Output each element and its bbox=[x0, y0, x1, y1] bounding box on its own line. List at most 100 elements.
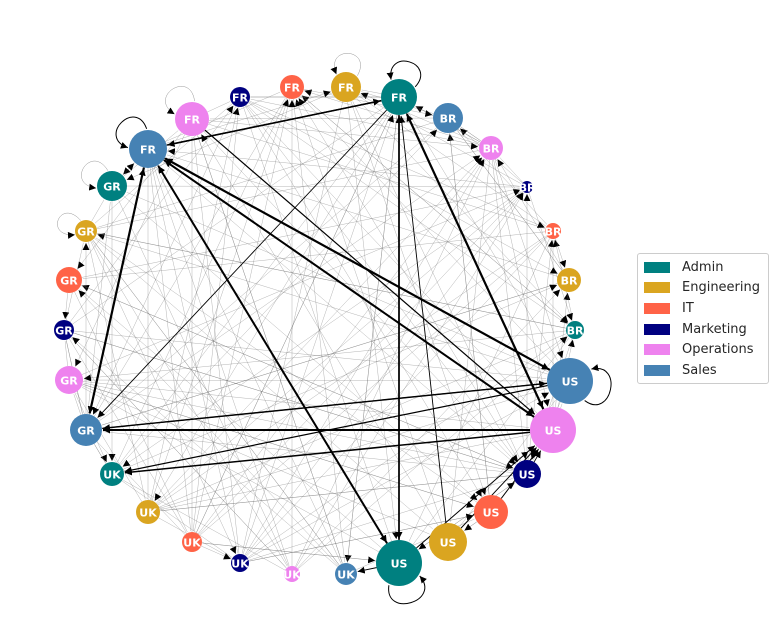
edge bbox=[499, 157, 524, 183]
edge bbox=[347, 101, 400, 540]
node-label: GR bbox=[60, 275, 78, 288]
edge bbox=[97, 442, 186, 535]
graph-node: US bbox=[513, 460, 541, 488]
edge bbox=[201, 542, 376, 564]
node-circle bbox=[557, 268, 581, 292]
edge bbox=[117, 97, 288, 463]
node-circle bbox=[54, 320, 74, 340]
edge bbox=[449, 132, 490, 495]
edge bbox=[248, 101, 558, 274]
edge bbox=[242, 114, 394, 555]
edge bbox=[497, 159, 564, 270]
node-circle bbox=[547, 358, 593, 404]
graph-node: FR bbox=[381, 79, 417, 115]
edge bbox=[157, 236, 546, 506]
node-circle bbox=[521, 181, 533, 193]
node-label: US bbox=[562, 376, 579, 389]
edge bbox=[150, 107, 240, 501]
node-label: GR bbox=[103, 181, 121, 194]
self-loop-edge bbox=[57, 213, 81, 239]
edge bbox=[118, 200, 289, 567]
edge bbox=[154, 112, 390, 501]
node-label: US bbox=[519, 469, 536, 482]
node-circle bbox=[56, 267, 82, 293]
edge bbox=[193, 136, 240, 555]
edge bbox=[151, 167, 238, 554]
edge bbox=[493, 159, 550, 407]
edge bbox=[207, 101, 231, 113]
node-label: GR bbox=[77, 226, 95, 239]
edge bbox=[93, 240, 340, 566]
self-loop-edge bbox=[388, 575, 427, 605]
edge bbox=[356, 97, 569, 323]
edge bbox=[458, 128, 547, 225]
legend-swatch bbox=[644, 261, 670, 273]
graph-node: UK bbox=[182, 532, 202, 552]
graph-node: GR bbox=[70, 414, 102, 446]
node-circle bbox=[284, 566, 300, 582]
node-label: FR bbox=[284, 82, 301, 95]
edge bbox=[71, 337, 287, 569]
node-circle bbox=[70, 414, 102, 446]
graph-node: BR bbox=[557, 268, 581, 292]
graph-node: GR bbox=[54, 320, 74, 340]
edge bbox=[162, 161, 516, 465]
node-label: US bbox=[391, 558, 408, 571]
edge bbox=[83, 330, 567, 382]
node-label: BR bbox=[440, 113, 457, 126]
graph-node: US bbox=[376, 540, 422, 586]
edge bbox=[450, 159, 490, 523]
edge bbox=[528, 192, 573, 321]
edge bbox=[492, 159, 529, 460]
node-label: FR bbox=[184, 114, 201, 127]
graph-node: UK bbox=[283, 566, 301, 582]
edge bbox=[101, 283, 557, 426]
self-loop-edge bbox=[115, 116, 148, 149]
legend-label: Engineering bbox=[682, 280, 760, 296]
edge bbox=[119, 112, 388, 465]
node-circle bbox=[433, 103, 463, 133]
graph-node: FR bbox=[230, 87, 250, 107]
edge bbox=[242, 101, 343, 554]
edge bbox=[64, 340, 68, 367]
node-label: BR bbox=[483, 143, 500, 156]
edge bbox=[156, 157, 483, 504]
edge bbox=[196, 114, 392, 533]
edge bbox=[248, 478, 513, 561]
edge bbox=[209, 124, 546, 229]
edge bbox=[167, 154, 558, 277]
node-label: FR bbox=[391, 92, 408, 105]
edge bbox=[102, 431, 514, 473]
node-label: US bbox=[483, 507, 500, 520]
node-circle bbox=[479, 136, 503, 160]
legend-swatch bbox=[644, 282, 670, 294]
node-circle bbox=[75, 220, 97, 242]
node-circle bbox=[136, 500, 160, 524]
node-label: BR bbox=[567, 325, 584, 338]
edge bbox=[101, 380, 547, 429]
node-circle bbox=[381, 79, 417, 115]
edge bbox=[122, 163, 135, 176]
node-label: GR bbox=[55, 325, 73, 338]
self-loop-edge bbox=[81, 160, 108, 191]
edge bbox=[157, 164, 387, 543]
edge bbox=[200, 236, 548, 535]
node-label: UK bbox=[283, 569, 301, 582]
edge bbox=[297, 336, 568, 569]
graph-node: US bbox=[474, 495, 508, 529]
legend-item: Operations bbox=[638, 339, 768, 360]
graph-node: BR bbox=[566, 321, 584, 339]
edge bbox=[247, 104, 538, 414]
edge bbox=[74, 291, 188, 533]
legend-item: Admin bbox=[638, 257, 768, 278]
node-circle bbox=[376, 540, 422, 586]
self-loop-edge bbox=[330, 53, 361, 76]
edge bbox=[247, 335, 567, 558]
edge bbox=[87, 167, 145, 414]
self-loop-edge bbox=[386, 60, 422, 88]
edge bbox=[96, 150, 479, 229]
edge bbox=[533, 450, 542, 463]
edge bbox=[98, 127, 437, 419]
edge bbox=[83, 382, 514, 472]
